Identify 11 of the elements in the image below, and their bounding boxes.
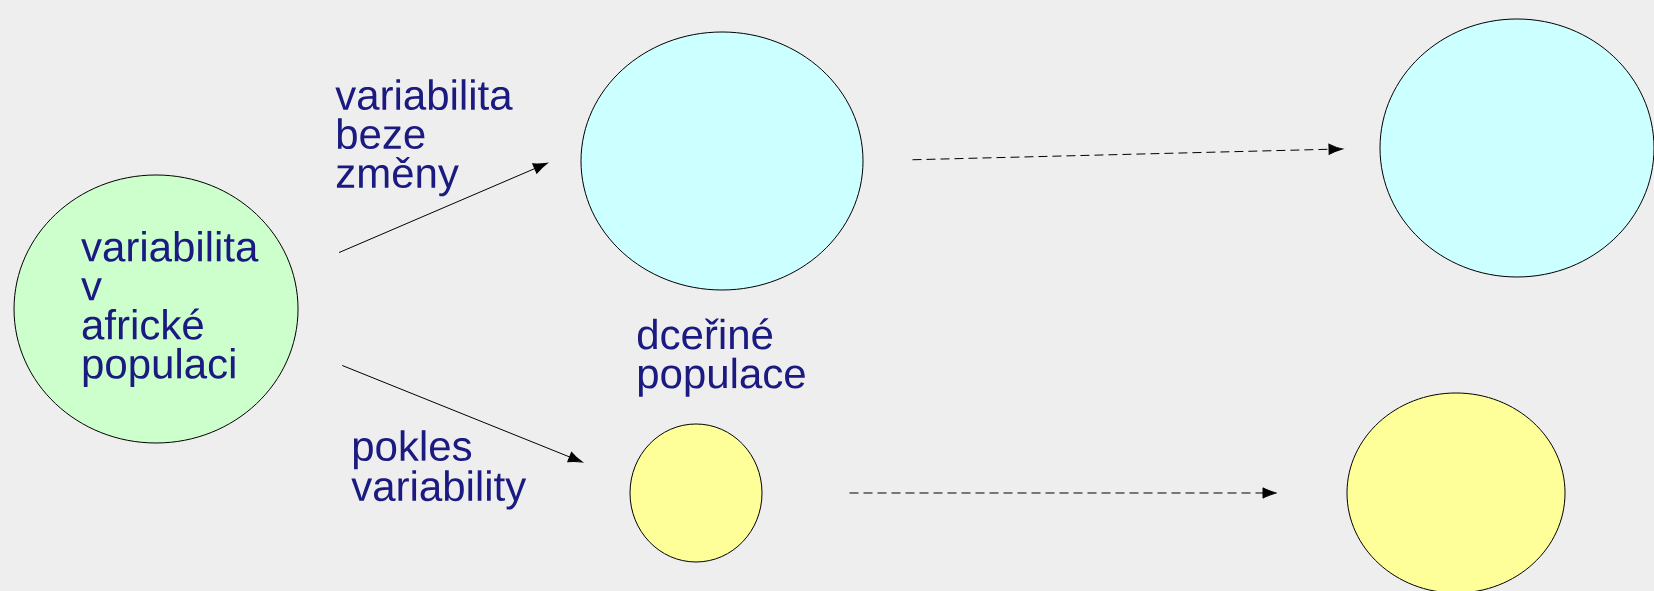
population-ellipse	[1379, 18, 1654, 278]
edge-label: pokles variability	[351, 430, 527, 510]
edge-label: variabilita beze změny	[335, 79, 513, 197]
text-label: dceřiné populace	[637, 318, 805, 397]
population-ellipse	[580, 31, 864, 291]
arrow	[341, 365, 583, 463]
population-ellipse	[1346, 392, 1566, 591]
arrow	[912, 143, 1343, 161]
population-ellipse	[629, 423, 763, 563]
arrow	[338, 162, 548, 254]
arrow	[849, 487, 1277, 499]
